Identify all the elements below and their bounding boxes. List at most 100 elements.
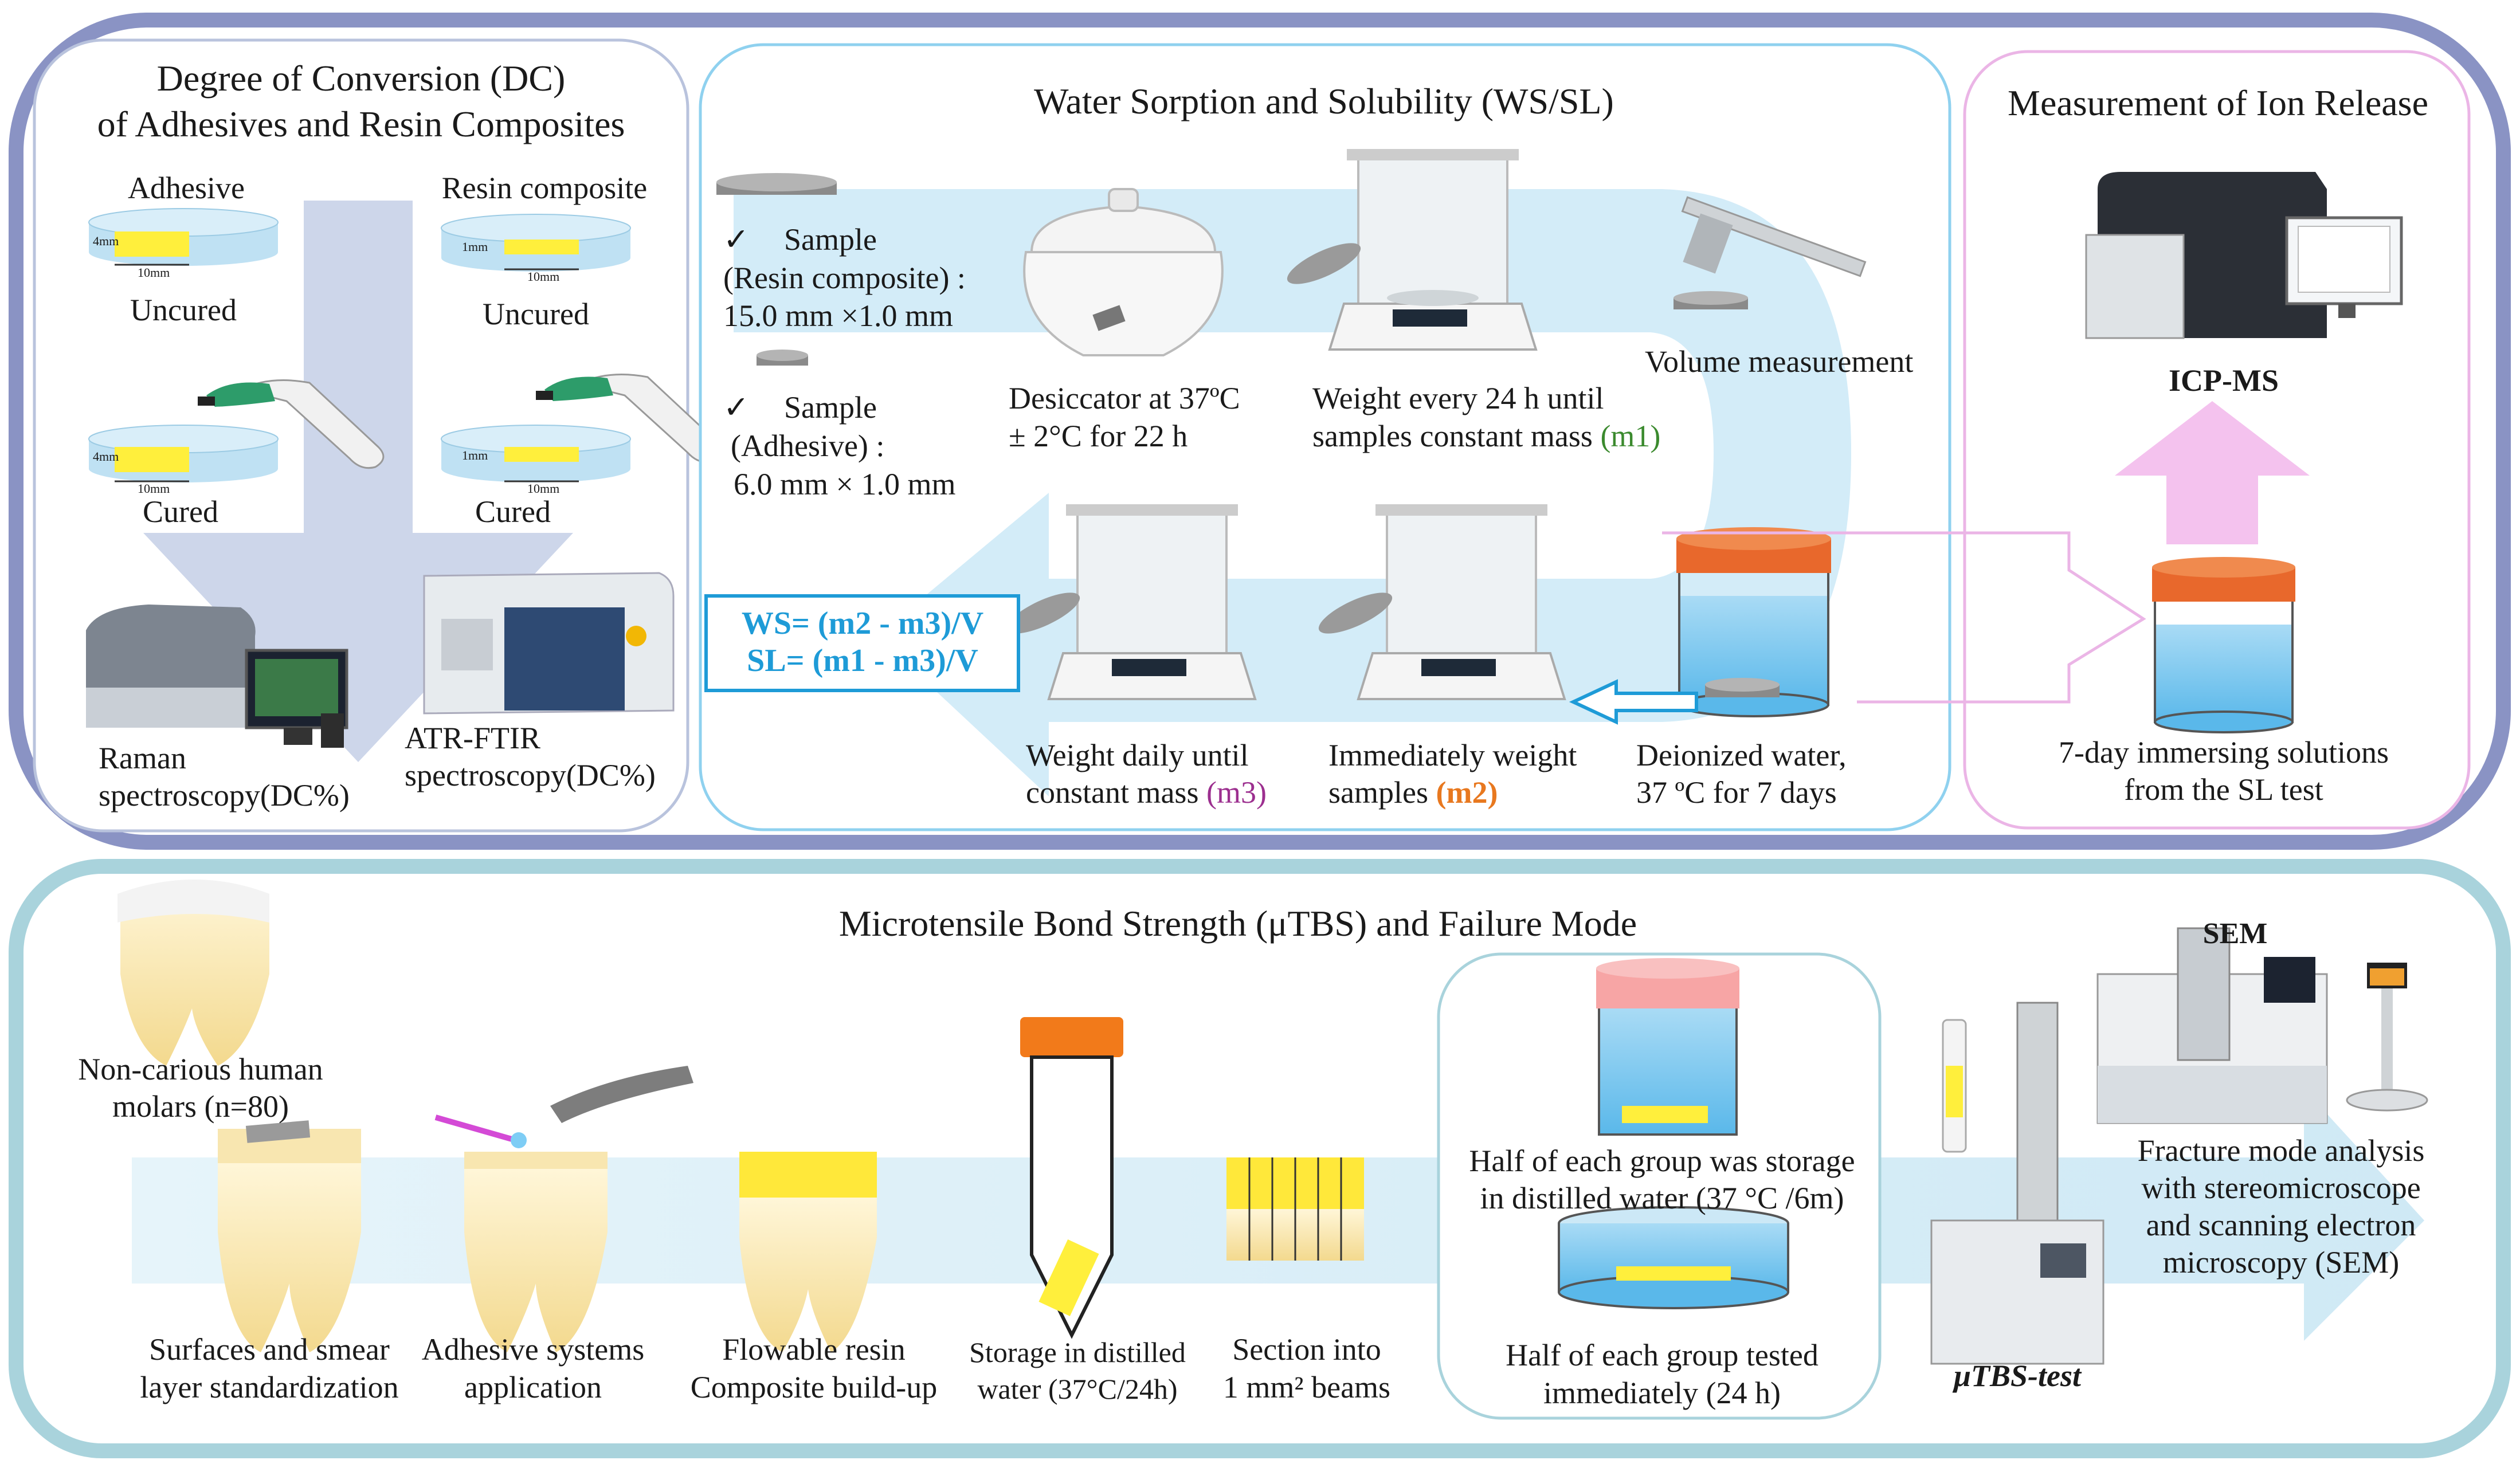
dc-title-line1: Degree of Conversion (DC) <box>156 58 566 99</box>
transfer-arrow-pink <box>1662 531 2146 704</box>
ftir-label-line2: spectroscopy(DC%) <box>405 758 656 792</box>
storage-groups-box <box>1437 952 1882 1420</box>
icp-ms-label: ICP-MS <box>2169 363 2279 398</box>
constant-mass-text: samples constant mass <box>1312 419 1601 453</box>
immediately-line2: samples (m2) <box>1328 774 1498 811</box>
analytical-balance-icon <box>1047 504 1257 700</box>
raman-spectrometer-icon <box>86 605 348 748</box>
m1-label: (m1) <box>1600 419 1661 453</box>
dim-label: 1mm <box>462 240 488 254</box>
dim-label: 1mm <box>462 448 488 462</box>
check-mark: ✓ <box>723 390 750 425</box>
utbs-test-label: μTBS-test <box>1953 1359 2082 1393</box>
sem-label: SEM <box>2202 917 2268 950</box>
resin-cured-label: Cured <box>475 494 551 529</box>
sample1-line1: Sample <box>784 222 877 257</box>
desiccator-icon <box>1023 188 1224 356</box>
half-storage-line2: in distilled water (37 °C /6m) <box>1480 1181 1844 1215</box>
tooth-adhesive-icon <box>434 1066 693 1352</box>
constant-mass-text: constant mass <box>1026 775 1206 810</box>
ion-title: Measurement of Ion Release <box>2008 83 2428 123</box>
dc-title-line2: of Adhesives and Resin Composites <box>97 104 625 144</box>
ws-title: Water Sorption and Solubility (WS/SL) <box>1034 81 1614 121</box>
sample-disk-large <box>716 173 837 195</box>
immediately-line1: Immediately weight <box>1328 738 1577 772</box>
ftir-spectrometer-icon <box>423 572 675 715</box>
weight-every-line1: Weight every 24 h until <box>1312 381 1604 415</box>
sample-disk-small <box>757 350 808 366</box>
surfaces-line1: Surfaces and smear <box>149 1332 390 1367</box>
deionized-line1: Deionized water, <box>1636 738 1847 772</box>
half-tested-line1: Half of each group tested <box>1506 1338 1819 1372</box>
stereomicroscope-icon <box>2346 963 2428 1112</box>
sem-microscope-icon <box>2096 927 2328 1124</box>
section-beams-icon <box>1226 1157 1364 1261</box>
desiccator-line1: Desiccator at 37ºC <box>1009 381 1240 415</box>
sample-disk-tilted <box>1318 592 1393 634</box>
adhesive-label: Adhesive <box>128 171 245 205</box>
molars-line1: Non-carious human <box>78 1052 323 1086</box>
adhesive-uncured-disk <box>88 208 279 266</box>
section-line2: 1 mm² beams <box>1222 1370 1391 1404</box>
formula-ws: WS= (m2 - m3)/V <box>741 606 984 641</box>
m2-label: (m2) <box>1436 775 1498 810</box>
resin-composite-label: Resin composite <box>441 171 648 205</box>
sample1-line2: (Resin composite) : <box>723 261 966 295</box>
dim-label: 4mm <box>93 234 119 248</box>
raman-label-line1: Raman <box>99 741 186 775</box>
adhesive-uncured-label: Uncured <box>130 293 237 327</box>
sample-disk-tilted <box>1006 592 1080 634</box>
surfaces-line2: layer standardization <box>140 1370 399 1404</box>
dim-label: 10mm <box>527 269 560 284</box>
weight-every-line2: samples constant mass (m1) <box>1312 417 1660 455</box>
storage-line1: Storage in distilled <box>969 1336 1186 1368</box>
ion-up-arrow <box>2115 401 2310 544</box>
raman-label-line2: spectroscopy(DC%) <box>99 778 350 813</box>
deionized-line2: 37 ºC for 7 days <box>1636 775 1837 810</box>
ion-water-jar-icon <box>2152 557 2295 733</box>
curing-light-icon <box>198 379 385 469</box>
sample2-line3: 6.0 mm × 1.0 mm <box>734 467 956 501</box>
weight-daily-line1: Weight daily until <box>1026 738 1249 772</box>
utbs-tester-icon <box>1930 1002 2104 1365</box>
flowable-line1: Flowable resin <box>722 1332 906 1367</box>
half-tested-line2: immediately (24 h) <box>1543 1376 1781 1410</box>
ftir-label-line1: ATR-FTIR <box>405 721 541 755</box>
caliper-icon <box>1681 196 1867 277</box>
half-storage-line1: Half of each group was storage <box>1469 1144 1855 1178</box>
volume-sample-disk <box>1674 291 1748 309</box>
adhesive-cured-label: Cured <box>143 494 218 529</box>
weight-daily-line2: constant mass (m3) <box>1026 774 1267 811</box>
immersing-line2: from the SL test <box>2124 772 2323 807</box>
storage-jar-icon <box>1596 958 1739 1136</box>
sample-disk-tilted <box>1287 243 1361 284</box>
fracture-line1: Fracture mode analysis <box>2137 1133 2425 1168</box>
resin-cured-disk <box>441 425 631 482</box>
icp-ms-instrument-icon <box>2085 172 2403 339</box>
dim-label: 4mm <box>93 449 119 464</box>
adhesive-app-line2: application <box>464 1370 602 1404</box>
desiccator-line2: ± 2°C for 22 h <box>1009 419 1188 453</box>
section-line1: Section into <box>1232 1332 1381 1367</box>
transfer-arrow-icon <box>1569 679 1698 725</box>
analytical-balance-icon <box>1328 149 1538 351</box>
dim-label: 10mm <box>138 481 170 496</box>
molar-tooth-icon <box>117 880 269 1066</box>
water-jar-icon <box>1676 527 1831 717</box>
sample1-line3: 15.0 mm ×1.0 mm <box>723 299 953 333</box>
flowable-line2: Composite build-up <box>690 1370 938 1404</box>
samples-text: samples <box>1328 775 1436 810</box>
analytical-balance-icon <box>1357 504 1566 700</box>
test-tube-icon <box>1020 1017 1123 1339</box>
sample2-line2: (Adhesive) : <box>731 429 885 463</box>
adhesive-app-line1: Adhesive systems <box>421 1332 645 1367</box>
storage-line2: water (37°C/24h) <box>977 1373 1178 1405</box>
molars-line2: molars (n=80) <box>112 1089 289 1124</box>
resin-uncured-disk <box>441 214 631 272</box>
sample2-line1: Sample <box>784 390 877 425</box>
resin-uncured-label: Uncured <box>483 297 589 331</box>
tooth-surface-icon <box>218 1120 361 1352</box>
dish-icon <box>1558 1206 1789 1309</box>
